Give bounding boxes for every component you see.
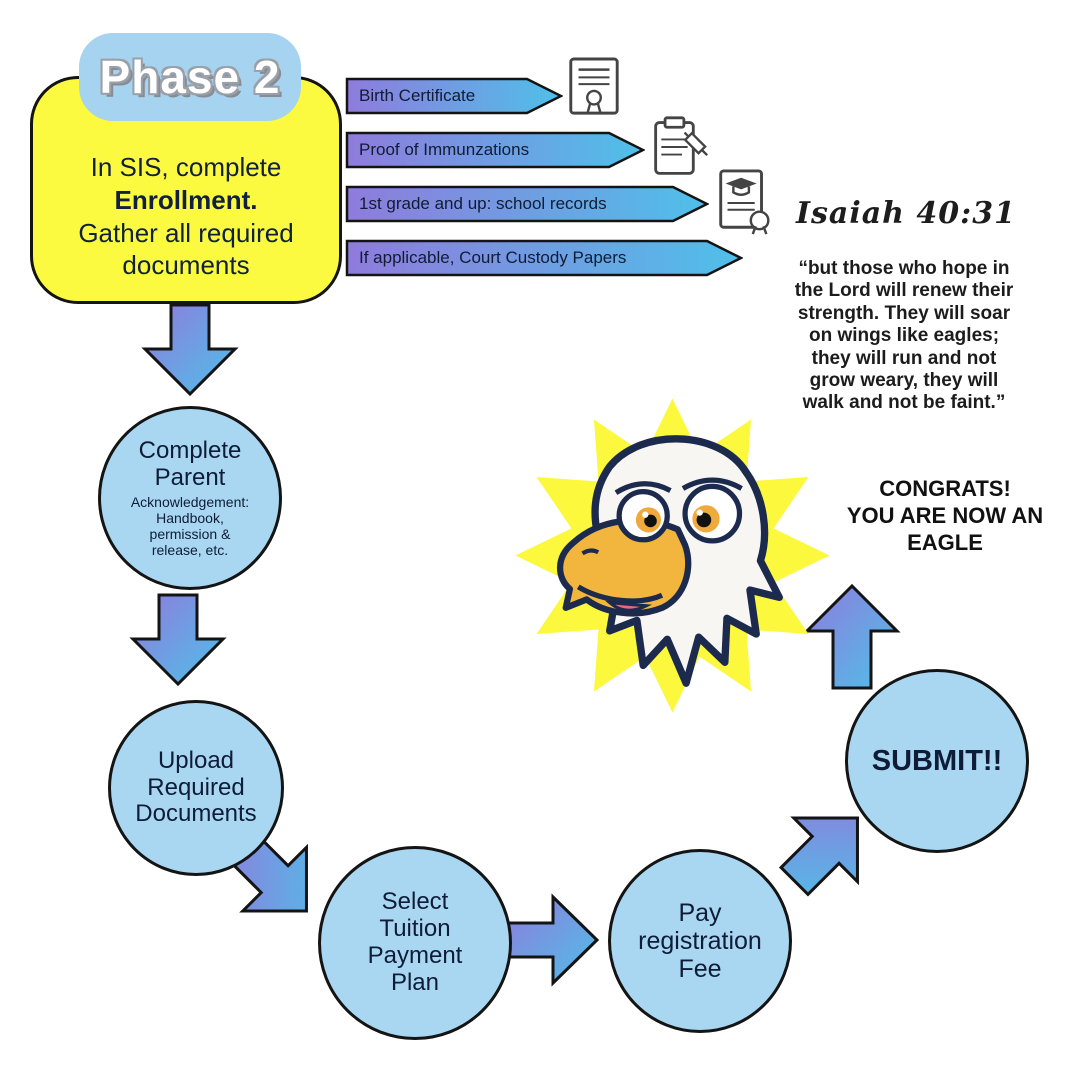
banner-arrow-shape — [345, 77, 563, 115]
school-records-icon — [719, 169, 770, 235]
banner-arrow-shape — [345, 131, 645, 169]
certificate-icon — [569, 57, 619, 115]
flow-arrow-down-2 — [129, 593, 227, 687]
banner-arrow-shape — [345, 185, 709, 223]
banner-label: 1st grade and up: school records — [359, 194, 607, 213]
eagle-tongue — [605, 600, 653, 612]
step-title: Select Tuition Payment Plan — [367, 888, 463, 996]
banner-label: If applicable, Court Custody Papers — [359, 248, 627, 267]
banner-birth-certificate: Birth Certificate — [345, 77, 563, 115]
flow-arrow-down-1 — [141, 303, 239, 397]
verse-quote: “but those who hope in the Lord will ren… — [794, 258, 1014, 414]
step-circle-pay-fee: Pay registration Fee — [608, 849, 792, 1033]
banner-proof-immunizations: Proof of Immunzations — [345, 131, 645, 169]
phase-card-line1: In SIS, complete — [90, 152, 282, 182]
banner-label: Birth Certificate — [359, 86, 476, 105]
banner-label: Proof of Immunzations — [359, 140, 530, 159]
step-circle-tuition-plan: Select Tuition Payment Plan — [318, 846, 512, 1040]
banner-school-records: 1st grade and up: school records — [345, 185, 709, 223]
congrats-text: CONGRATS! YOU ARE NOW AN EAGLE — [846, 476, 1044, 555]
eagle-mascot — [515, 398, 830, 713]
phase-badge-label: Phase 2 — [99, 51, 281, 103]
eagle-beak — [556, 517, 692, 617]
banner-arrow-shape — [345, 239, 743, 277]
phase-card-line2: Enrollment. — [114, 184, 258, 215]
step-circle-upload-documents: Upload Required Documents — [108, 700, 284, 876]
flow-arrow-up — [803, 583, 901, 690]
phase-badge: Phase 2 — [79, 33, 301, 121]
immunization-icon — [654, 116, 708, 175]
flow-arrow-diagonal-up — [778, 816, 859, 897]
step-title: SUBMIT!! — [871, 744, 1003, 777]
step-circle-submit: SUBMIT!! — [845, 669, 1029, 853]
flow-arrow-right — [505, 893, 600, 987]
step-title: Pay registration Fee — [638, 899, 762, 983]
phase-card-line3: Gather all required documents — [78, 217, 294, 281]
step-title: Complete Parent — [138, 436, 242, 491]
step-title: Upload Required Documents — [135, 746, 257, 828]
banner-court-custody: If applicable, Court Custody Papers — [345, 239, 743, 277]
step-subtitle: Acknowledgement: Handbook, permission & … — [130, 493, 250, 558]
step-circle-parent-acknowledgement: Complete Parent Acknowledgement: Handboo… — [98, 406, 282, 590]
verse-reference: Isaiah 40:31 — [795, 196, 1017, 231]
